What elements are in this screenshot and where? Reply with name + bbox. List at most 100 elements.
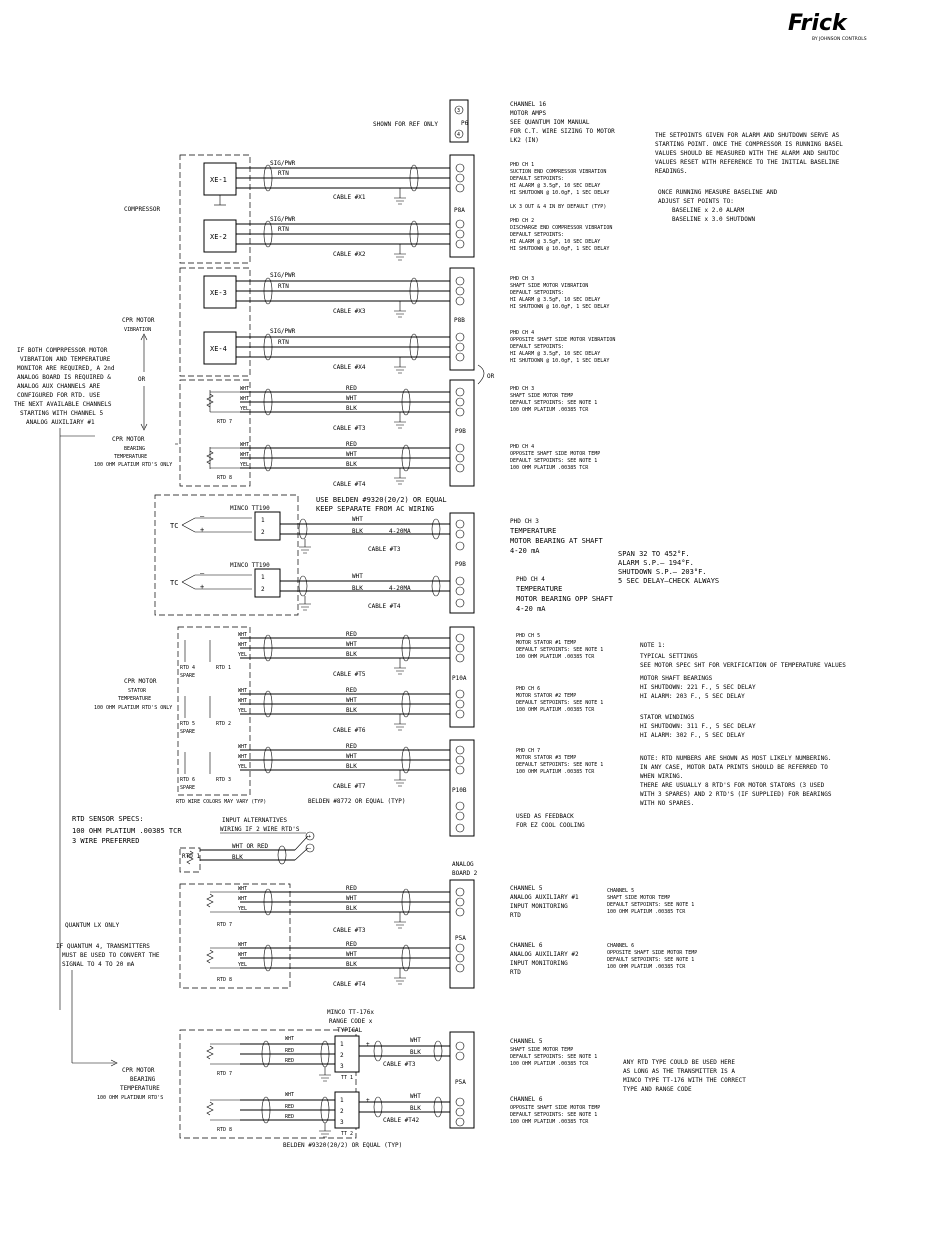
- left-note-line: THE NEXT AVAILABLE CHANNELS: [14, 401, 112, 408]
- p9b-connector: [449, 379, 475, 487]
- left-note-line: MONITOR ARE REQUIRED, A 2nd: [17, 365, 115, 372]
- rtd8-label: RTD 8: [217, 977, 232, 983]
- phd4t-note: OPPOSITE SHAFT SIDE MOTOR TEMP: [510, 451, 600, 457]
- wire-wht: WHT: [346, 753, 357, 760]
- rtd7-label: RTD 7: [217, 1071, 232, 1077]
- ch6c-note: 100 OHM PLATIUM .00385 TCR: [510, 1119, 589, 1125]
- plus-sign: +: [200, 583, 204, 591]
- wire-blk: BLK: [346, 905, 357, 912]
- wire-red: RED: [285, 1114, 294, 1120]
- channel16-note: MOTOR AMPS: [510, 110, 547, 117]
- spare-label: SPARE: [180, 729, 195, 735]
- ch5b-note: SHAFT SIDE MOTOR TEMP: [607, 895, 670, 901]
- wire-wht: WHT: [238, 942, 247, 948]
- ch5c-note: SHAFT SIDE MOTOR TEMP: [510, 1047, 573, 1053]
- cable-t3-label: CABLE #T3: [333, 425, 366, 432]
- phd3m-note: PHD CH 3: [510, 518, 539, 525]
- rtn-label: RTN: [278, 170, 289, 177]
- analog-board-label: BOARD 2: [452, 870, 478, 877]
- phd4v-note: OPPOSITE SHAFT SIDE MOTOR VIBRATION: [510, 337, 615, 343]
- cable-t4-label: CABLE #T4: [368, 603, 401, 610]
- phd3v-note: HI SHUTDOWN @ 10.0gF, 1 SEC DELAY: [510, 304, 609, 310]
- note-1: NOTE 1: TYPICAL SETTINGS SEE MOTOR SPEC …: [640, 642, 846, 807]
- rtd4-label: RTD 4: [180, 665, 195, 671]
- phd4t-note: 100 OHM PLATIUM .00385 TCR: [510, 465, 589, 471]
- tc-label: TC: [170, 522, 178, 530]
- belden-8772-note: BELDEN #8772 OR EQUAL (TYP): [308, 798, 406, 805]
- wire-red: RED: [346, 631, 357, 638]
- cpr-motor-bearing-label: CPR MOTOR: [112, 436, 145, 443]
- wire-blk: BLK: [346, 961, 357, 968]
- cpr-motor-bearing-label: BEARING: [124, 446, 145, 452]
- tt-pin: 1: [261, 574, 265, 581]
- tt-pin: 1: [340, 1097, 344, 1104]
- ch6a-note: CHANNEL 6: [510, 942, 543, 949]
- xe3-sensor: [203, 275, 237, 309]
- wire-wht: WHT: [346, 451, 357, 458]
- p8a-connector: [449, 154, 475, 258]
- rtd-specs-line: 3 WIRE PREFERRED: [72, 837, 139, 845]
- tt176-outline: [179, 1029, 357, 1139]
- p9b-label: P9B: [455, 561, 466, 568]
- xe2-label: XE-2: [210, 233, 227, 241]
- ch5c-note: 100 OHM PLATIUM .00385 TCR: [510, 1061, 589, 1067]
- span-note: ALARM S.P.– 194°F.: [618, 559, 694, 567]
- wire-blk: BLK: [410, 1049, 421, 1056]
- wire-wht: WHT: [240, 386, 249, 392]
- sig-pwr-label: SIG/PWR: [270, 160, 296, 167]
- wire-blk: BLK: [346, 405, 357, 412]
- tt190-1: [254, 511, 281, 541]
- sig-pwr-label: SIG/PWR: [270, 328, 296, 335]
- tt1-transmitter: [334, 1035, 360, 1073]
- phd3v-note: SHAFT SIDE MOTOR VIBRATION: [510, 283, 588, 289]
- wire-yel: YEL: [238, 764, 247, 770]
- rtd-bearing-section: P9B WHT WHT YEL RED WHT BLK RTD 7 CABLE …: [179, 379, 600, 488]
- pin-label: 3: [457, 108, 460, 114]
- wire-yel: YEL: [238, 708, 247, 714]
- cable-x4-label: CABLE #X4: [333, 364, 366, 371]
- wire-yel: YEL: [238, 962, 247, 968]
- wire-blk: BLK: [352, 528, 363, 535]
- rtn-label: RTN: [278, 283, 289, 290]
- rtn-label: RTN: [278, 226, 289, 233]
- note1-line: WITH 3 SPARES) AND 2 RTD'S (IF SUPPLIED)…: [640, 791, 832, 798]
- phd6-note: 100 OHM PLATIUM .00385 TCR: [516, 707, 595, 713]
- rtd1-label: RTD 1: [182, 853, 200, 860]
- wire-red: RED: [346, 941, 357, 948]
- brand-name: Frick: [788, 11, 848, 36]
- wire-wht: WHT: [238, 632, 247, 638]
- ch5c-note: DEFAULT SETPOINTS: SEE NOTE 1: [510, 1054, 597, 1060]
- phd4m-note: PHD CH 4: [516, 576, 545, 583]
- phd4t-note: PHD CH 4: [510, 444, 534, 450]
- left-note-line: ANALOG BOARD IS REQUIRED &: [17, 374, 111, 381]
- minco-tt190-section: USE BELDEN #9320(20/2) OR EQUAL KEEP SEP…: [154, 494, 719, 616]
- rtn-label: RTN: [278, 339, 289, 346]
- note1-line: MOTOR SHAFT BEARINGS: [640, 675, 713, 682]
- or-label: OR: [487, 373, 495, 380]
- cpr-motor-stator-label: TEMPERATURE: [118, 696, 151, 702]
- wire-wht: WHT: [238, 886, 247, 892]
- p5a-label: P5A: [455, 935, 466, 942]
- rtd5-label: RTD 5: [180, 721, 195, 727]
- analog-board-label: ANALOG: [452, 861, 474, 868]
- quantum-lx-label: QUANTUM LX ONLY: [65, 922, 120, 929]
- tt-pin: 2: [261, 586, 265, 593]
- rtd6-label: RTD 6: [180, 777, 195, 783]
- wire-wht: WHT: [410, 1037, 421, 1044]
- pin-label: 4: [457, 132, 460, 138]
- ch6b-note: CHANNEL 6: [607, 943, 634, 949]
- wire-blk: BLK: [346, 461, 357, 468]
- note1-line: STATOR WINDINGS: [640, 714, 695, 721]
- note-line: BASELINE x 3.0 SHUTDOWN: [672, 216, 755, 223]
- phd3m-note: MOTOR BEARING AT SHAFT: [510, 537, 604, 545]
- phd6-note: DEFAULT SETPOINTS: SEE NOTE 1: [516, 700, 603, 706]
- ch5a-note: INPUT MONITORING: [510, 903, 568, 910]
- feedback-note: FOR EZ COOL COOLING: [516, 822, 585, 829]
- cable-t4-label: CABLE #T4: [333, 981, 366, 988]
- phd1-note: LK 3 OUT & 4 IN BY DEFAULT (TYP): [510, 204, 606, 210]
- note1-line: HI ALARM: 302 F., 5 SEC DELAY: [640, 732, 745, 739]
- rtd7-label: RTD 7: [217, 922, 232, 928]
- tt190-2: [254, 568, 281, 598]
- wire-blk: BLK: [346, 651, 357, 658]
- phd1-note: PHD CH 1: [510, 162, 534, 168]
